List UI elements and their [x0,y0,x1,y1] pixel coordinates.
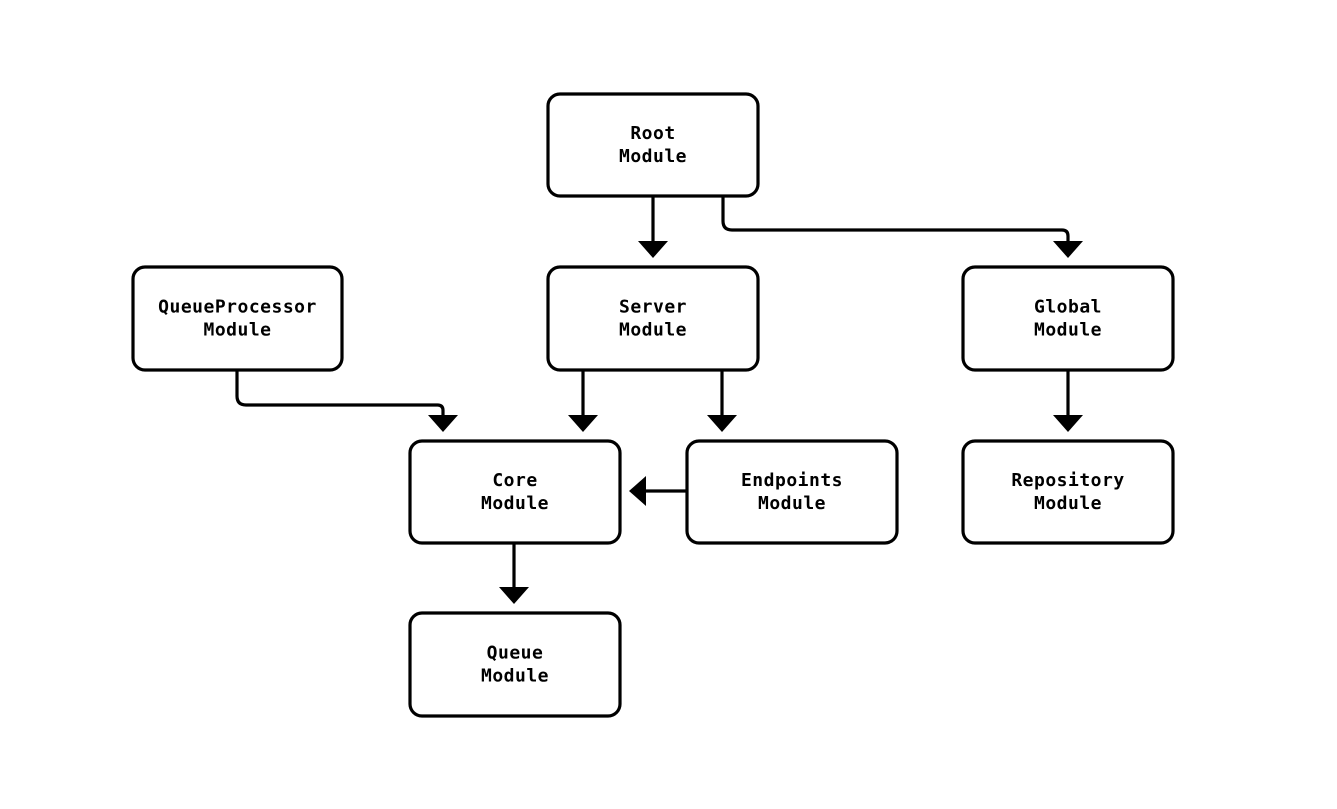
edge-endpoints-to-core [629,476,687,506]
arrowhead-icon [499,587,529,604]
edge-root-to-global [721,196,1083,258]
edge-core-to-queue [499,543,529,604]
arrowhead-icon [1053,241,1083,258]
edge-global-to-repository [1053,370,1083,432]
node-label-line1-repository: Repository [1011,470,1124,491]
node-box-core[interactable] [408,439,622,545]
node-label-line2-queueprocessor: Module [203,320,271,341]
node-label-line1-queue: Queue [487,643,544,664]
node-label-line2-endpoints: Module [758,493,826,514]
edge-queueprocessor-to-core [235,370,458,432]
node-box-repository[interactable] [961,439,1175,545]
node-label-line2-root: Module [619,146,687,167]
node-label-line1-endpoints: Endpoints [741,470,843,491]
node-box-root[interactable] [546,92,760,198]
edge-layer [235,196,1083,604]
node-box-endpoints[interactable] [685,439,899,545]
arrowhead-icon [629,476,646,506]
node-label-line1-global: Global [1034,297,1102,318]
edge-root-to-server [638,196,668,258]
node-label-line1-core: Core [492,470,537,491]
arrowhead-icon [428,415,458,432]
node-label-line2-repository: Module [1034,493,1102,514]
node-label-line2-global: Module [1034,320,1102,341]
node-label-line1-root: Root [630,123,675,144]
node-label-line1-queueprocessor: QueueProcessor [158,297,317,318]
edge-server-to-endpoints [707,370,737,432]
node-label-line2-core: Module [481,493,549,514]
node-layer: RootModuleQueueProcessorModuleServerModu… [131,92,1175,718]
node-box-global[interactable] [961,265,1175,372]
edge-server-to-core [568,370,598,432]
node-box-queue[interactable] [408,611,622,718]
arrowhead-icon [707,415,737,432]
arrowhead-icon [638,241,668,258]
node-label-line1-server: Server [619,297,687,318]
arrowhead-icon [1053,415,1083,432]
arrowhead-icon [568,415,598,432]
node-label-line2-server: Module [619,320,687,341]
node-label-line2-queue: Module [481,666,549,687]
node-box-server[interactable] [546,265,760,372]
node-box-queueprocessor[interactable] [131,265,344,372]
